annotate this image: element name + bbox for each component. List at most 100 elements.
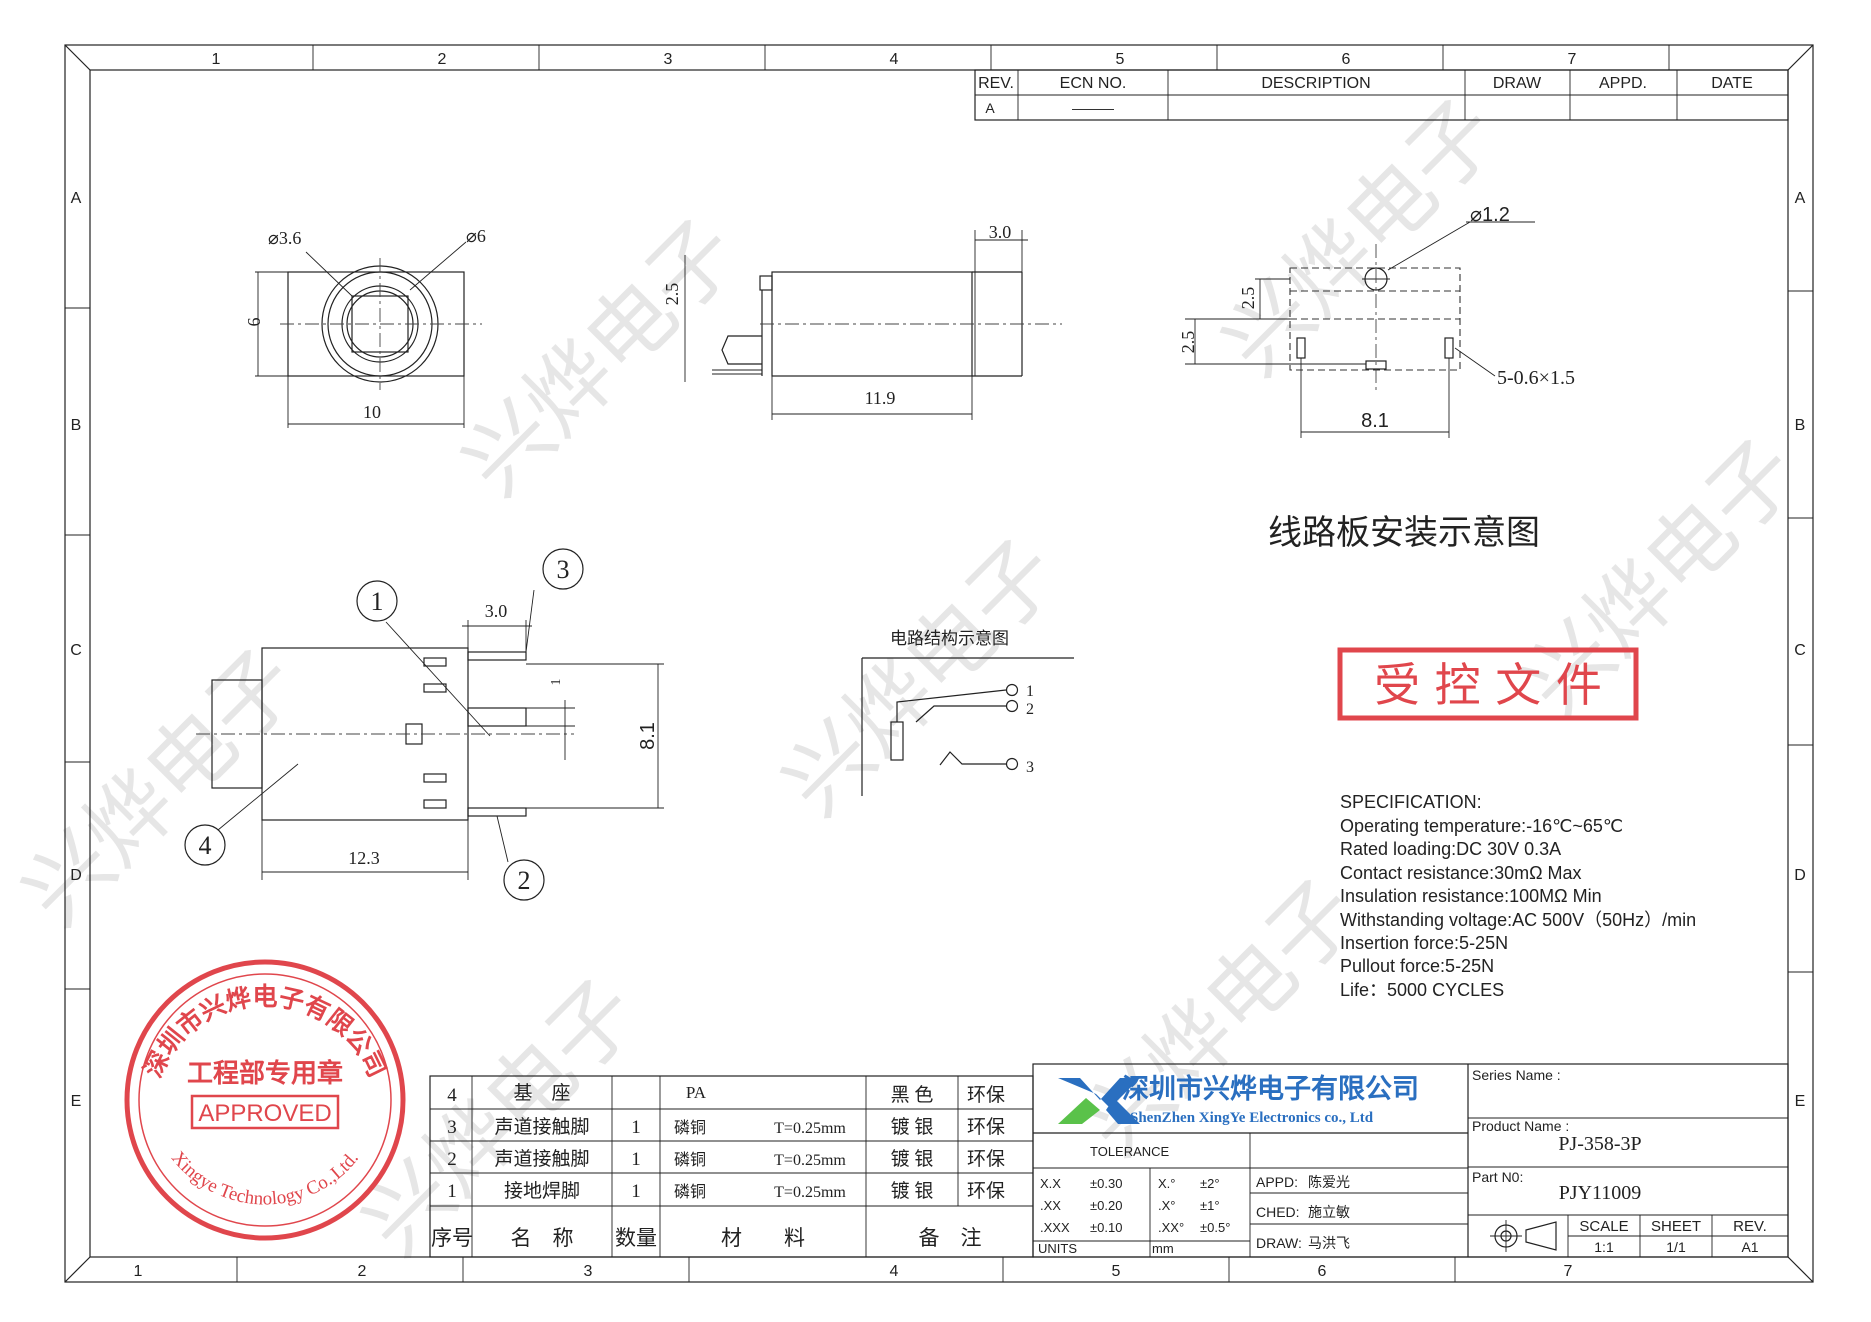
dim-side-top: 3.0 (989, 222, 1012, 242)
zone-left-e: E (71, 1093, 82, 1110)
tol-d-1: ±2° (1200, 1176, 1220, 1191)
dim-bottom-length: 12.3 (348, 848, 380, 868)
dim-slots: 5-0.6×1.5 (1497, 367, 1575, 389)
zone-left-d: D (70, 867, 82, 884)
spec-line-2: Rated loading:DC 30V 0.3A (1340, 839, 1561, 859)
sheet-value: 1/1 (1666, 1239, 1686, 1255)
scale-label: SCALE (1579, 1218, 1628, 1235)
tol-d-2: ±1° (1200, 1198, 1220, 1213)
bom-name-3: 声道接触脚 (494, 1116, 589, 1138)
ched-label: CHED: (1256, 1204, 1300, 1220)
scale-value: 1:1 (1594, 1239, 1614, 1255)
zone-bottom-4: 4 (890, 1263, 899, 1280)
rev-header-appd: APPD. (1599, 75, 1647, 92)
draw-name: 马洪飞 (1308, 1236, 1350, 1252)
bom-remark-2: 镀 银 (891, 1148, 934, 1170)
circuit-diagram: 电路结构示意图 1 2 3 (861, 629, 1074, 796)
bom-no-1: 1 (447, 1181, 457, 1202)
series-label: Series Name : (1472, 1067, 1561, 1083)
zone-bottom-2: 2 (358, 1263, 367, 1280)
part-number: PJY11009 (1559, 1182, 1642, 1204)
bom-header-qty: 数量 (615, 1226, 657, 1250)
zone-left-c: C (70, 642, 82, 659)
spec-line-5: Withstanding voltage:AC 500V（50Hz）/min (1340, 910, 1696, 930)
watermark-2: 兴烨电子 (1204, 81, 1518, 395)
projection-symbol-icon (1490, 1220, 1557, 1252)
spec-line-1: Operating temperature:-16℃~65℃ (1340, 816, 1623, 836)
spec-line-4: Insulation resistance:100MΩ Min (1340, 886, 1602, 906)
circuit-pin-1: 1 (1026, 683, 1034, 700)
circuit-pin-3: 3 (1026, 759, 1034, 776)
tol-c-3: .XX° (1158, 1220, 1184, 1235)
bom-name-1: 接地焊脚 (504, 1180, 580, 1202)
bom-header-name: 名 称 (511, 1226, 574, 1250)
rev-row-ecn: ——— (1072, 100, 1114, 116)
zone-right-a: A (1795, 190, 1806, 207)
rev-header-date: DATE (1711, 75, 1752, 92)
company-seal: 深圳市兴烨电子有限公司 Xingye Technology Co.,Ltd. 工… (124, 959, 406, 1241)
bom-name-4: 基 座 (513, 1082, 570, 1104)
circuit-title: 电路结构示意图 (890, 629, 1009, 648)
spec-line-6: Insertion force:5-25N (1340, 933, 1508, 953)
controlled-stamp-text: 受 控 文 件 (1374, 658, 1602, 712)
spec-title: SPECIFICATION: (1340, 792, 1482, 812)
bom-mat-4: PA (686, 1083, 707, 1102)
product-label: Product Name : (1472, 1118, 1569, 1134)
zone-right-b: B (1795, 417, 1806, 434)
dim-bottom-pin: 1 (549, 679, 564, 686)
company-logo-icon (1058, 1078, 1140, 1124)
controlled-document-stamp: 受 控 文 件 (1337, 647, 1639, 721)
zone-bottom-7: 7 (1564, 1263, 1573, 1280)
bom-env-3: 环保 (967, 1116, 1005, 1138)
zone-left-b: B (71, 417, 82, 434)
title-block: 深圳市兴烨电子有限公司 ShenZhen XingYe Electronics … (1032, 1063, 1789, 1258)
bom-table: 4 基 座 PA 黑 色 环保 3 声道接触脚 1 磷铜 T=0.25mm 镀 … (429, 1075, 1034, 1258)
callout-1: 1 (371, 587, 384, 616)
bom-thk-1: T=0.25mm (774, 1184, 846, 1201)
zone-top-2: 2 (438, 51, 447, 68)
callout-4: 4 (199, 831, 212, 860)
dim-front-height: 6 (244, 318, 264, 327)
bottom-view: 1 2 3 4 3.0 1 8.1 12.3 (184, 548, 664, 901)
bom-no-3: 3 (447, 1117, 457, 1138)
tol-c-1: X.° (1158, 1176, 1175, 1191)
callout-2: 2 (518, 866, 531, 895)
watermark-3: 兴烨电子 (764, 521, 1078, 835)
sheet-label: SHEET (1651, 1218, 1701, 1235)
ched-name: 施立敏 (1308, 1205, 1350, 1221)
appd-label: APPD: (1256, 1174, 1298, 1190)
bom-qty-2: 1 (631, 1149, 641, 1170)
tol-b-1: ±0.30 (1090, 1176, 1122, 1191)
rev-label: REV. (1733, 1218, 1767, 1235)
tol-a-3: .XXX (1040, 1220, 1070, 1235)
dim-hole: ⌀1.2 (1470, 204, 1510, 226)
spec-line-3: Contact resistance:30mΩ Max (1340, 863, 1582, 883)
tol-a-1: X.X (1040, 1176, 1061, 1191)
side-view: 3.0 2.5 11.9 (662, 222, 1062, 420)
zone-right-c: C (1794, 642, 1806, 659)
rev-row-rev: A (985, 100, 995, 116)
rev-value: A1 (1741, 1239, 1758, 1255)
zone-bottom-1: 1 (134, 1263, 143, 1280)
dim-bottom-top: 3.0 (485, 601, 508, 621)
zone-bottom-5: 5 (1112, 1263, 1121, 1280)
zone-bottom-6: 6 (1318, 1263, 1327, 1280)
watermark-6: 兴烨电子 (1064, 861, 1378, 1175)
bom-qty-3: 1 (631, 1117, 641, 1138)
watermark-4: 兴烨电子 (4, 631, 318, 945)
spec-line-7: Pullout force:5-25N (1340, 956, 1494, 976)
front-view: ⌀3.6 ⌀6 6 10 (244, 226, 486, 428)
dim-pcb-a: 2.5 (1238, 287, 1258, 310)
zone-top-7: 7 (1568, 51, 1577, 68)
dim-outer-diameter: ⌀6 (466, 226, 486, 246)
dim-bottom-height: 8.1 (637, 722, 659, 750)
rev-header-description: DESCRIPTION (1261, 75, 1370, 92)
dim-front-width: 10 (363, 402, 381, 422)
dim-side-height: 2.5 (662, 283, 682, 306)
appd-name: 陈爱光 (1308, 1174, 1350, 1191)
spec-line-8: Life：5000 CYCLES (1340, 980, 1504, 1000)
rev-header-rev: REV. (978, 75, 1014, 92)
bom-name-2: 声道接触脚 (494, 1148, 589, 1170)
part-label: Part N0: (1472, 1169, 1523, 1185)
